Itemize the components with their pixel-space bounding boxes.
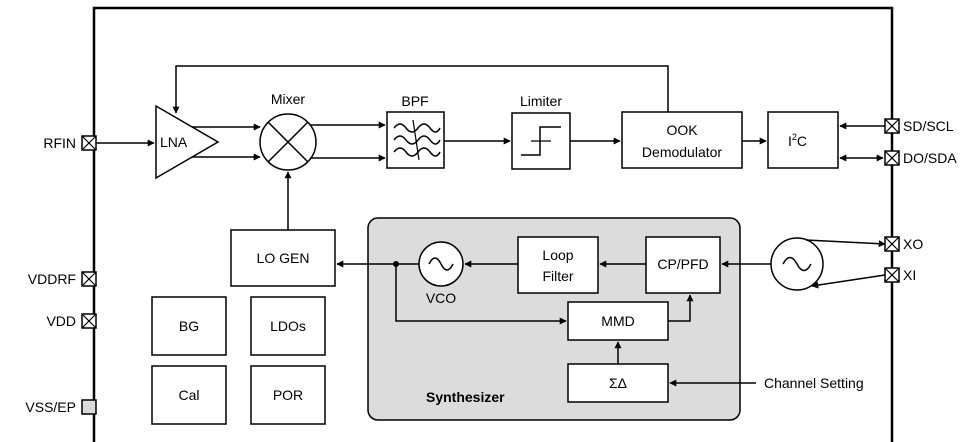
- pin-sd-scl: [884, 118, 900, 134]
- loop-filter-block: [517, 236, 599, 294]
- loop-filter-label-line1: Loop: [542, 247, 573, 263]
- wire-ook-lna-feedback: [172, 65, 669, 114]
- lo-gen-block: [230, 229, 336, 287]
- loop-filter-label-line2: Filter: [542, 268, 573, 284]
- pin-vss-ep: [81, 399, 97, 415]
- bg-label: BG: [179, 318, 199, 334]
- ook-label-line2: Demodulator: [642, 144, 722, 160]
- pin-label-vss-ep: VSS/EP: [25, 399, 76, 415]
- chip-outline: [92, 6, 894, 442]
- sine-oscillator-icon: [428, 257, 454, 271]
- ldos-block: [250, 296, 326, 356]
- ook-demodulator-block: [621, 111, 743, 169]
- ldos-label: LDOs: [270, 318, 306, 334]
- pin-label-xo: XO: [903, 236, 923, 252]
- pin-label-vdd: VDD: [46, 313, 76, 329]
- cal-label: Cal: [178, 387, 199, 403]
- pin-label-rfin: RFIN: [43, 135, 76, 151]
- pin-vdd: [81, 313, 97, 329]
- cp-pfd-block: [645, 236, 721, 294]
- bg-block: [151, 296, 227, 356]
- lna-triangle-icon: [155, 104, 220, 180]
- wire-xtal-xi: [811, 274, 886, 289]
- limiter-label: Limiter: [520, 93, 562, 109]
- pin-do-sda: [884, 150, 900, 166]
- pin-label-vddrf: VDDRF: [28, 271, 76, 287]
- cp-pfd-label: CP/PFD: [657, 256, 708, 272]
- i2c-label-tail: C: [797, 133, 807, 149]
- bpf-filter-icon: [393, 119, 441, 161]
- i2c-label-sup: 2: [792, 132, 797, 142]
- vco-label: VCO: [426, 290, 456, 306]
- synthesizer-label: Synthesizer: [426, 389, 505, 405]
- pin-label-xi: XI: [903, 267, 916, 283]
- lna-label: LNA: [160, 134, 188, 150]
- mixer-label: Mixer: [271, 91, 306, 107]
- mmd-block: [567, 301, 669, 341]
- pin-label-do-sda: DO/SDA: [903, 150, 957, 166]
- i2c-label-main: I: [788, 133, 792, 149]
- por-label: POR: [273, 387, 303, 403]
- por-block: [250, 365, 326, 425]
- wire-vco-mmd: [395, 264, 567, 325]
- bpf-label: BPF: [401, 93, 428, 109]
- pin-xo: [884, 236, 900, 252]
- pin-vddrf: [81, 271, 97, 287]
- sine-oscillator-icon: [782, 256, 812, 272]
- cal-block: [151, 365, 227, 425]
- wire-mmd-cppfd: [668, 294, 694, 322]
- lo-gen-label: LO GEN: [257, 250, 310, 266]
- sigma-delta-label: ΣΔ: [609, 375, 627, 391]
- ook-label-line1: OOK: [666, 122, 698, 138]
- i2c-label: I2C: [788, 132, 807, 149]
- mmd-label: MMD: [601, 313, 634, 329]
- pin-label-sd-scl: SD/SCL: [903, 118, 954, 134]
- pin-xi: [884, 267, 900, 283]
- mixer-cross-icon: [259, 113, 317, 171]
- wire-xtal-xo: [805, 239, 886, 248]
- channel-setting-label: Channel Setting: [764, 375, 864, 391]
- pin-rfin: [81, 135, 97, 151]
- i2c-block: [767, 111, 839, 169]
